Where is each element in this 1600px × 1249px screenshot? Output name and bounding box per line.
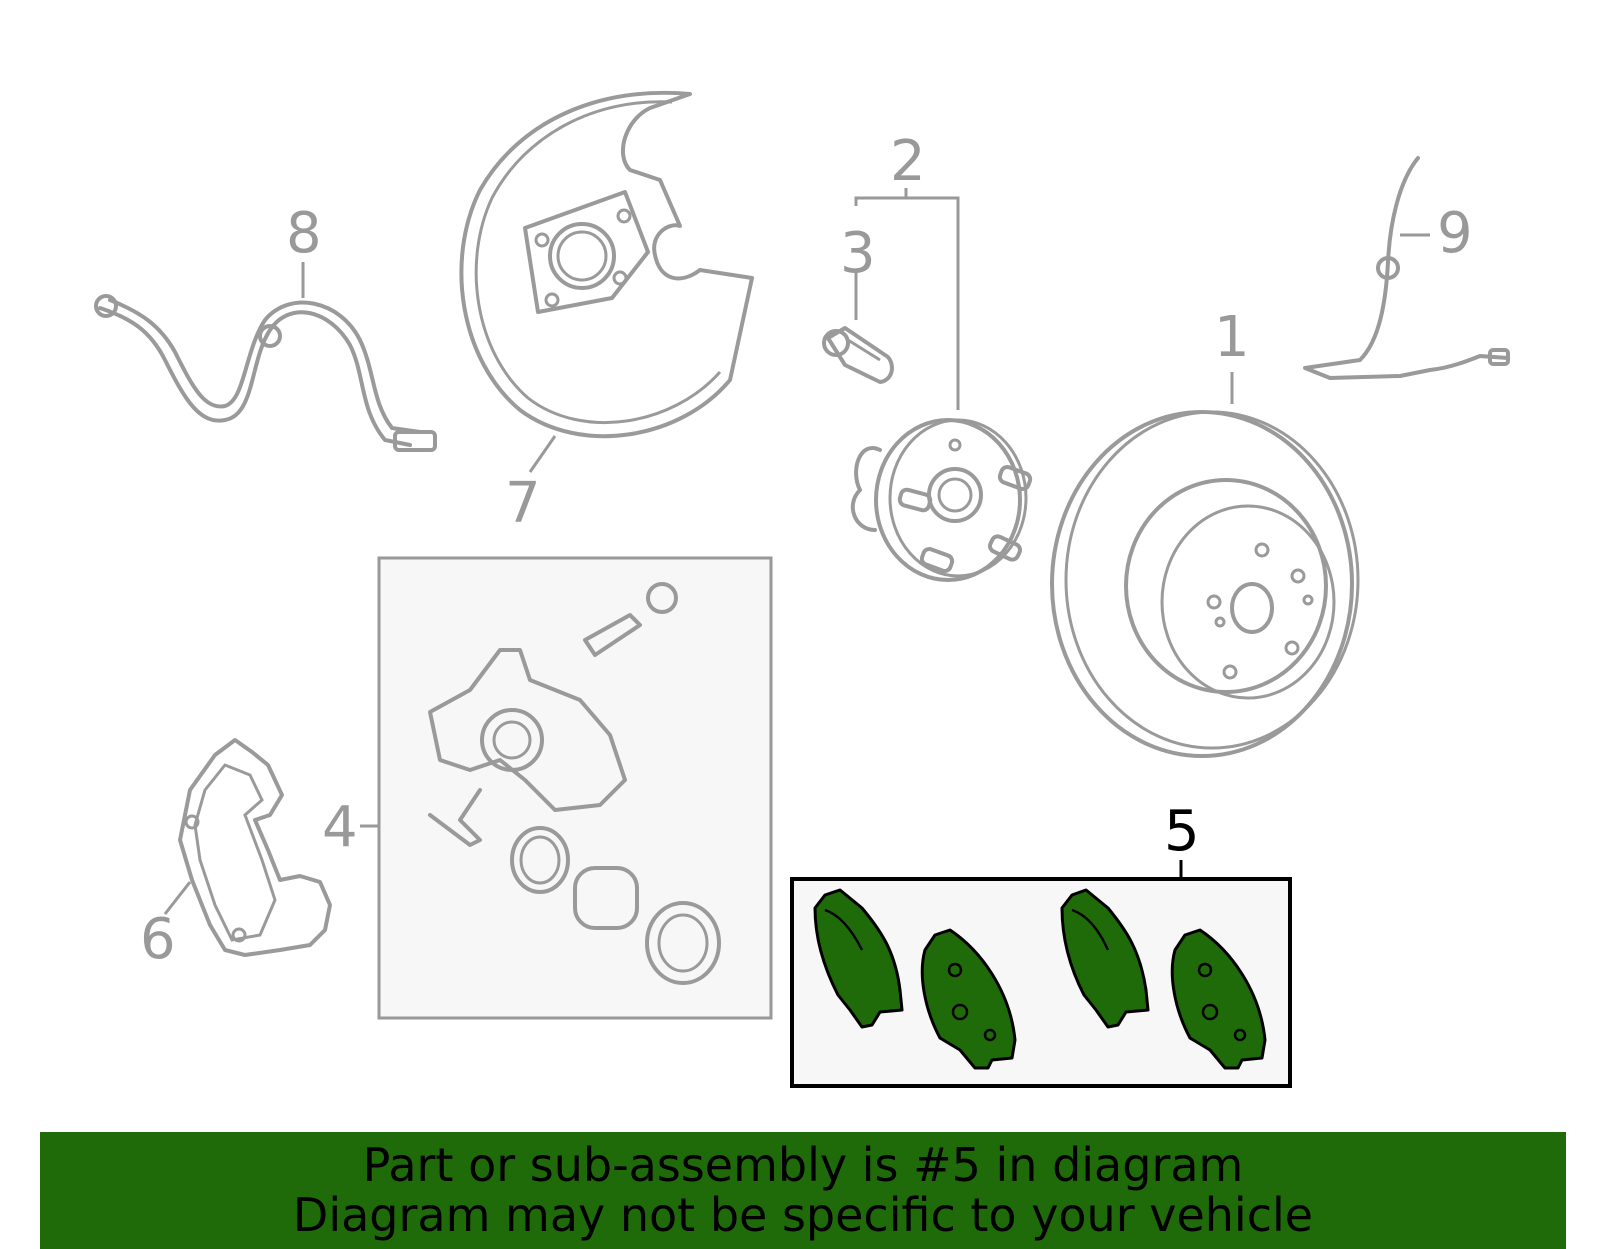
part-1-brake-rotor[interactable] — [1050, 410, 1360, 758]
part-2-hub-bearing[interactable] — [850, 418, 1033, 582]
part-5-brake-pads[interactable] — [790, 877, 1292, 1088]
callout-1: 1 — [1214, 305, 1250, 370]
callout-4: 4 — [322, 795, 358, 860]
part-3-hub-bolt[interactable] — [822, 326, 894, 384]
callout-7: 7 — [505, 471, 541, 536]
callout-3: 3 — [840, 221, 876, 286]
callout-5: 5 — [1164, 799, 1200, 864]
banner-line-2: Diagram may not be specific to your vehi… — [292, 1188, 1314, 1242]
part-4-caliper-assembly[interactable] — [377, 556, 773, 1020]
banner-line-1: Part or sub-assembly is #5 in diagram — [362, 1138, 1244, 1192]
callout-8: 8 — [286, 201, 322, 266]
part-7-dust-shield[interactable] — [459, 90, 754, 439]
callout-9: 9 — [1437, 201, 1473, 266]
part-8-brake-hose[interactable] — [94, 294, 437, 452]
part-9-abs-sensor[interactable] — [1303, 156, 1510, 380]
info-banner: Part or sub-assembly is #5 in diagram Di… — [40, 1132, 1566, 1249]
parts-diagram: 8 7 3 2 — [94, 90, 1510, 1088]
callout-2: 2 — [890, 129, 926, 194]
callout-6: 6 — [140, 907, 176, 972]
part-6-caliper-bracket[interactable] — [178, 738, 332, 957]
